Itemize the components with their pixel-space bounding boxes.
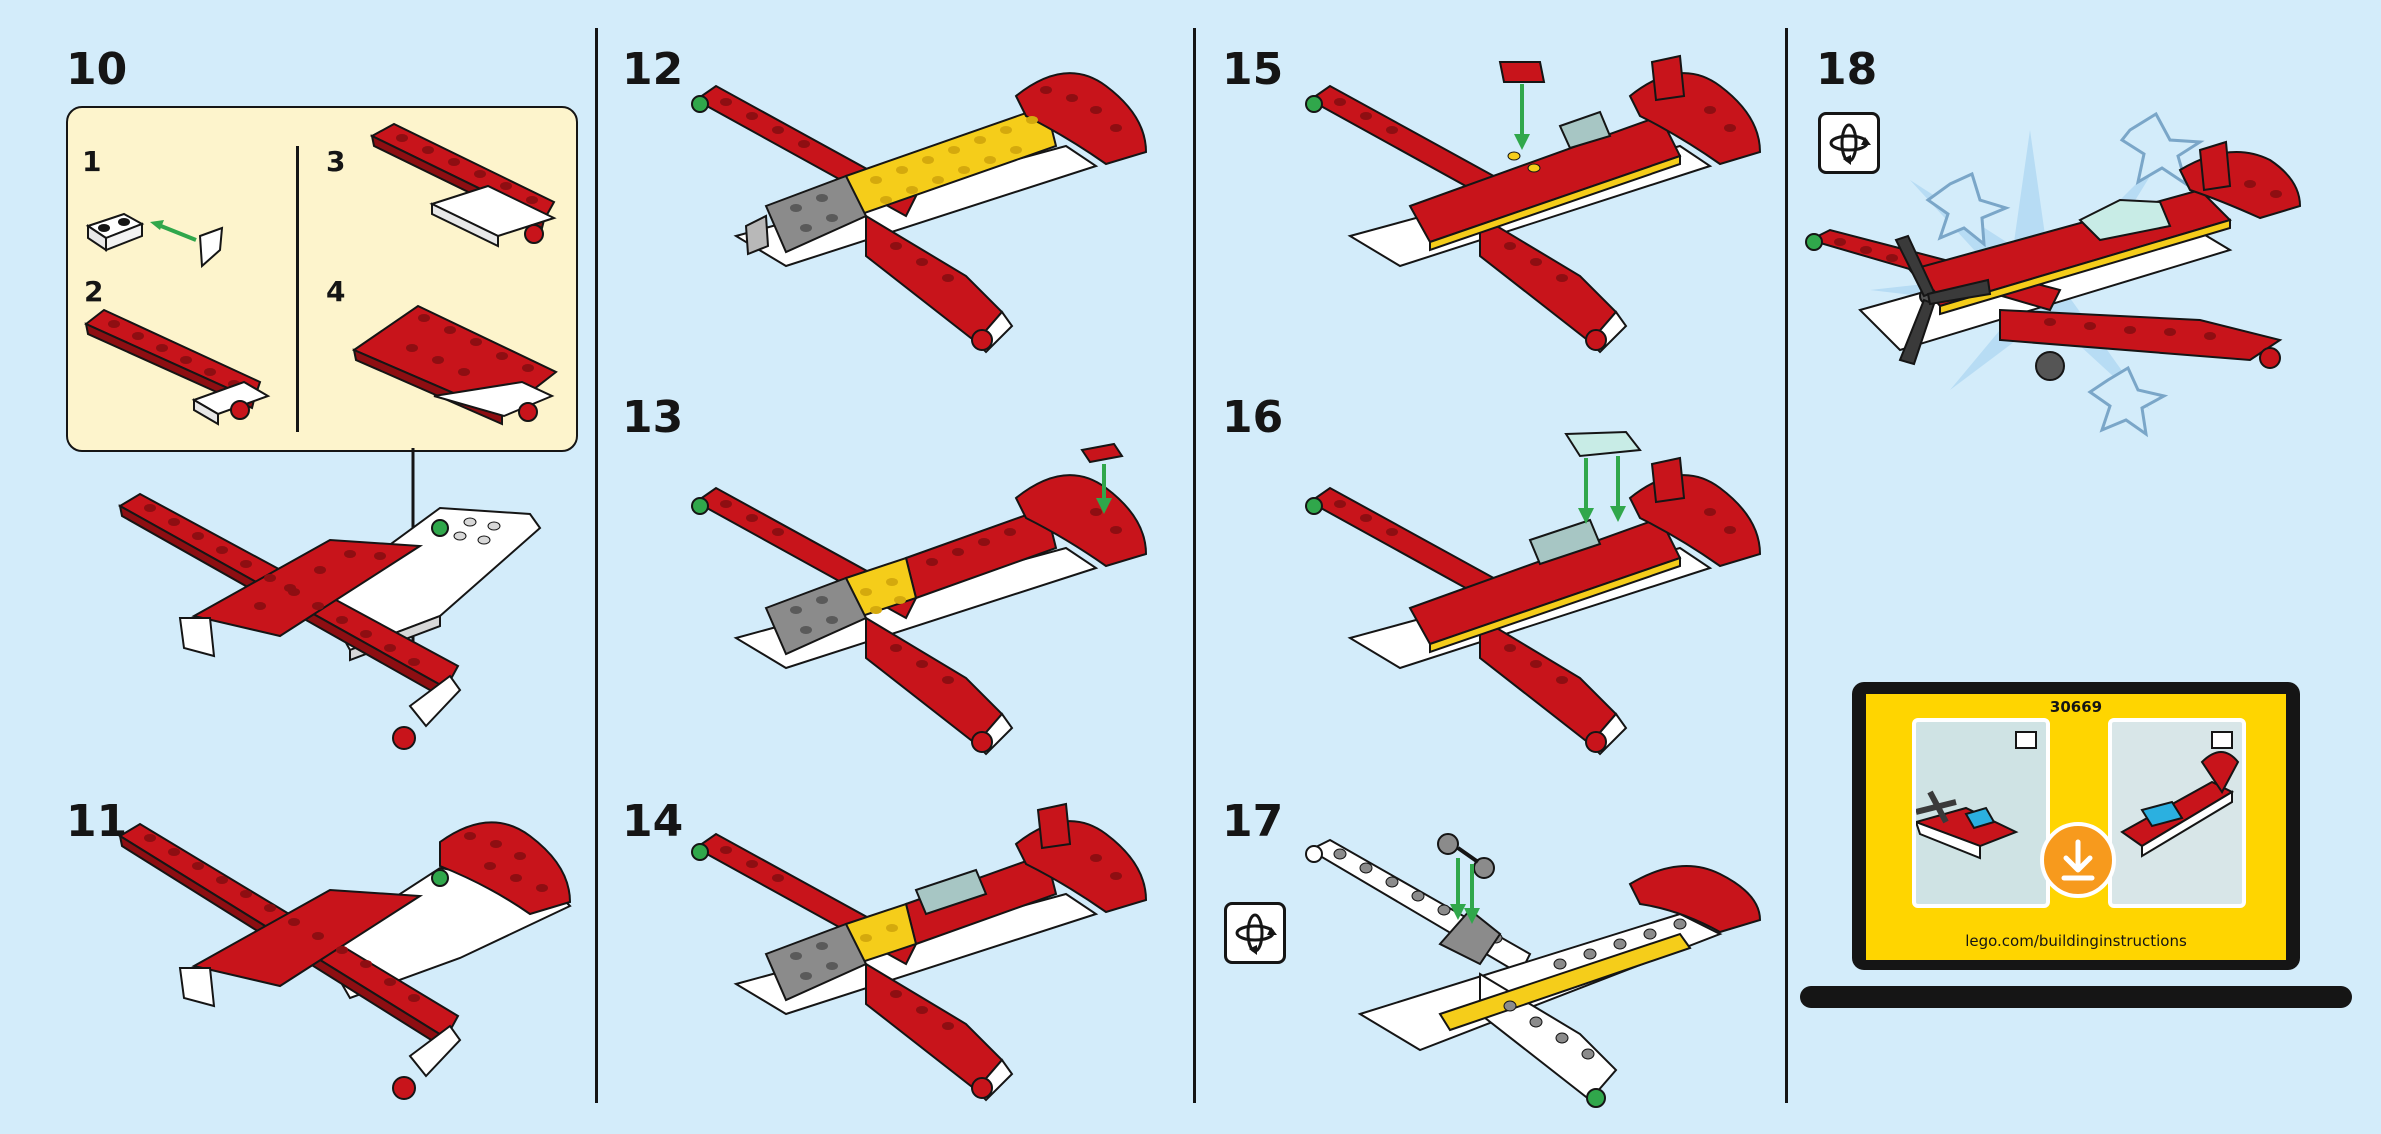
step-number-12: 12 — [622, 48, 683, 92]
step-11-plane-tail — [110, 806, 580, 1106]
step-number-14: 14 — [622, 800, 683, 844]
instructions-url[interactable]: lego.com/buildinginstructions — [1866, 932, 2286, 950]
set-number: 30669 — [1866, 698, 2286, 716]
download-button[interactable] — [2040, 822, 2116, 898]
step-15-plane — [1300, 56, 1770, 356]
substep-1-bricks — [84, 196, 234, 276]
step-13-plane — [686, 442, 1146, 760]
substep-number-1: 1 — [82, 148, 101, 176]
substep-number-3: 3 — [326, 148, 345, 176]
step-10-plane-body — [110, 476, 540, 758]
step-18-finished-plane — [1800, 90, 2300, 470]
book-icon — [2016, 732, 2036, 748]
step-number-18: 18 — [1816, 48, 1877, 92]
substep-number-4: 4 — [326, 278, 345, 306]
alt-model-card-boat[interactable] — [1912, 718, 2050, 908]
laptop-base — [1800, 986, 2352, 1008]
substep-2-wing-half — [84, 304, 274, 430]
step-number-10: 10 — [66, 48, 127, 92]
step-number-15: 15 — [1222, 48, 1283, 92]
substep-number-2: 2 — [84, 278, 103, 306]
alt-model-card-jet[interactable] — [2108, 718, 2246, 908]
step-number-17: 17 — [1222, 800, 1283, 844]
step-12-plane — [686, 56, 1146, 356]
step-17-plane-underside — [1300, 824, 1770, 1108]
step-16-plane — [1300, 428, 1770, 758]
column-divider — [595, 28, 598, 1103]
book-icon — [2212, 732, 2232, 748]
substep-3-wing-half — [368, 122, 564, 252]
step-14-plane — [686, 804, 1146, 1104]
step-number-13: 13 — [622, 396, 683, 440]
rotate-model-icon — [1224, 902, 1286, 964]
download-icon — [2044, 826, 2112, 894]
substep-4-wing-half — [352, 304, 562, 434]
step-number-16: 16 — [1222, 396, 1283, 440]
column-divider — [1785, 28, 1788, 1103]
callout-divider — [296, 146, 299, 432]
column-divider — [1193, 28, 1196, 1103]
